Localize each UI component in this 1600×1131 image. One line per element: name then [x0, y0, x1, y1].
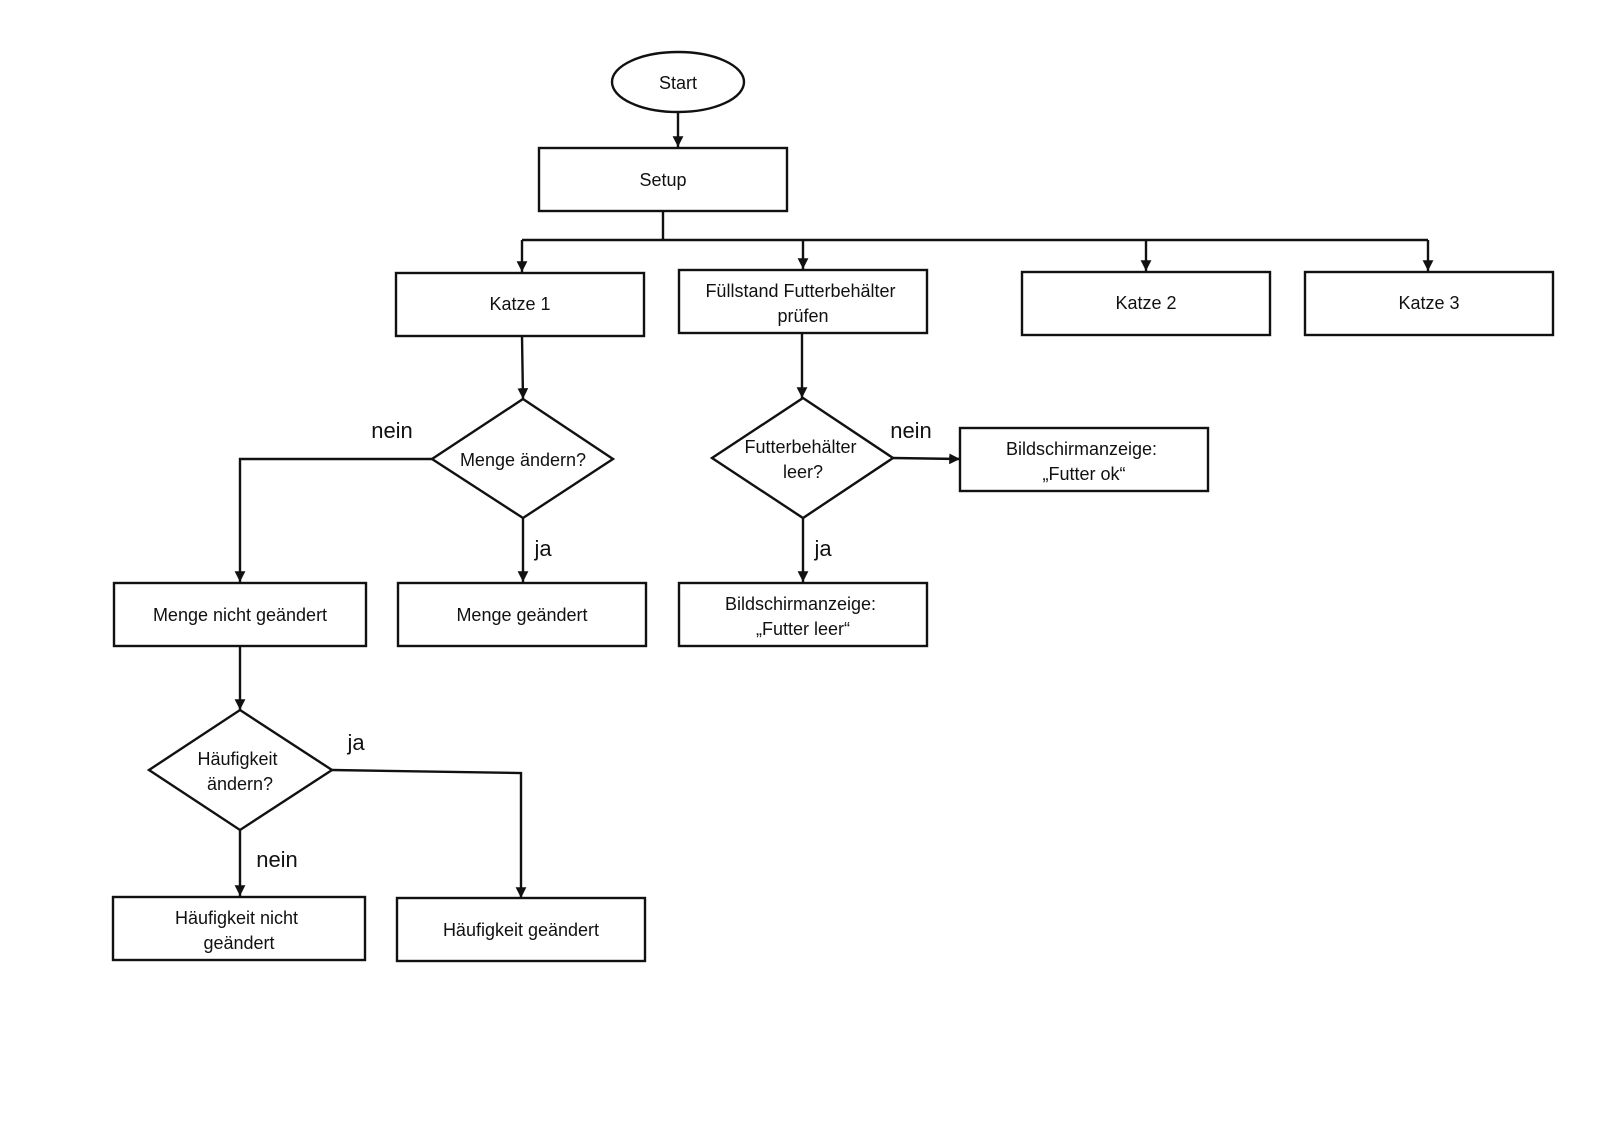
node-futter-leer: Bildschirmanzeige: „Futter leer“ [677, 581, 929, 648]
haeufigkeit-geaendert-box [395, 896, 647, 963]
node-setup: Setup [537, 146, 789, 213]
haeufigkeit-nicht-geaendert-label: Häufigkeit nicht geändert [175, 908, 303, 953]
futter-leer-question-label: Futterbehälter leer? [744, 437, 861, 482]
futter-leer-label: Bildschirmanzeige: „Futter leer“ [725, 594, 881, 639]
node-menge-geaendert: Menge geändert [396, 581, 648, 648]
haeufigkeit-aendern-label: Häufigkeit ändern? [197, 749, 282, 794]
node-futter-ok: Bildschirmanzeige: „Futter ok“ [958, 426, 1210, 493]
haeufigkeit-aendern-diamond [146, 708, 335, 832]
menge-geaendert-label: Menge geändert [456, 605, 587, 625]
haeufigkeit-geaendert-label: Häufigkeit geändert [443, 920, 599, 940]
node-haeufigkeit-nicht-geaendert: Häufigkeit nicht geändert [111, 895, 367, 962]
futter-ok-box [958, 426, 1210, 493]
start-terminal [610, 50, 746, 114]
katze3-box [1303, 270, 1555, 337]
node-katze1: Katze 1 [394, 271, 646, 338]
edge-label-menge-nein: nein [371, 418, 413, 443]
edge-label-haeufigkeit-nein: nein [256, 847, 298, 872]
setup-box [537, 146, 789, 213]
haeufigkeit-nicht-geaendert-box [111, 895, 367, 962]
katze3-label: Katze 3 [1398, 293, 1459, 313]
futter-leer-diamond [709, 396, 896, 520]
edge-futter-nein [892, 453, 961, 465]
futter-ok-label: Bildschirmanzeige: „Futter ok“ [1006, 439, 1162, 484]
edge-haeufigkeit-ja [331, 768, 527, 898]
node-menge-aendern: Menge ändern? [429, 397, 616, 520]
menge-aendern-label: Menge ändern? [460, 450, 586, 470]
katze1-box [394, 271, 646, 338]
edge-label-futter-nein: nein [890, 418, 932, 443]
edge-katze1-menge [517, 335, 529, 400]
edge-menge-nein [234, 457, 432, 582]
futter-leer-box [677, 581, 929, 648]
node-katze3: Katze 3 [1303, 270, 1555, 337]
start-label: Start [659, 73, 697, 93]
edge-label-menge-ja: ja [533, 536, 552, 561]
node-futter-leer-question: Futterbehälter leer? [709, 396, 896, 520]
katze1-label: Katze 1 [489, 294, 550, 314]
edges [234, 112, 1434, 898]
edge-label-haeufigkeit-ja: ja [346, 730, 365, 755]
node-menge-nicht-geaendert: Menge nicht geändert [112, 581, 368, 648]
node-haeufigkeit-aendern: Häufigkeit ändern? [146, 708, 335, 832]
node-start: Start [610, 50, 746, 114]
node-haeufigkeit-geaendert: Häufigkeit geändert [395, 896, 647, 963]
node-katze2: Katze 2 [1020, 270, 1272, 337]
katze2-label: Katze 2 [1115, 293, 1176, 313]
edge-label-futter-ja: ja [813, 536, 832, 561]
menge-nicht-geaendert-label: Menge nicht geändert [153, 605, 327, 625]
menge-nicht-geaendert-box [112, 581, 368, 648]
menge-aendern-diamond [429, 397, 616, 520]
edge-labels: nein ja nein ja ja nein [256, 418, 932, 872]
fuellstand-box [677, 268, 929, 335]
fuellstand-label: Füllstand Futterbehälter prüfen [705, 281, 900, 326]
node-fuellstand: Füllstand Futterbehälter prüfen [677, 268, 929, 335]
setup-label: Setup [639, 170, 686, 190]
menge-geaendert-box [396, 581, 648, 648]
katze2-box [1020, 270, 1272, 337]
